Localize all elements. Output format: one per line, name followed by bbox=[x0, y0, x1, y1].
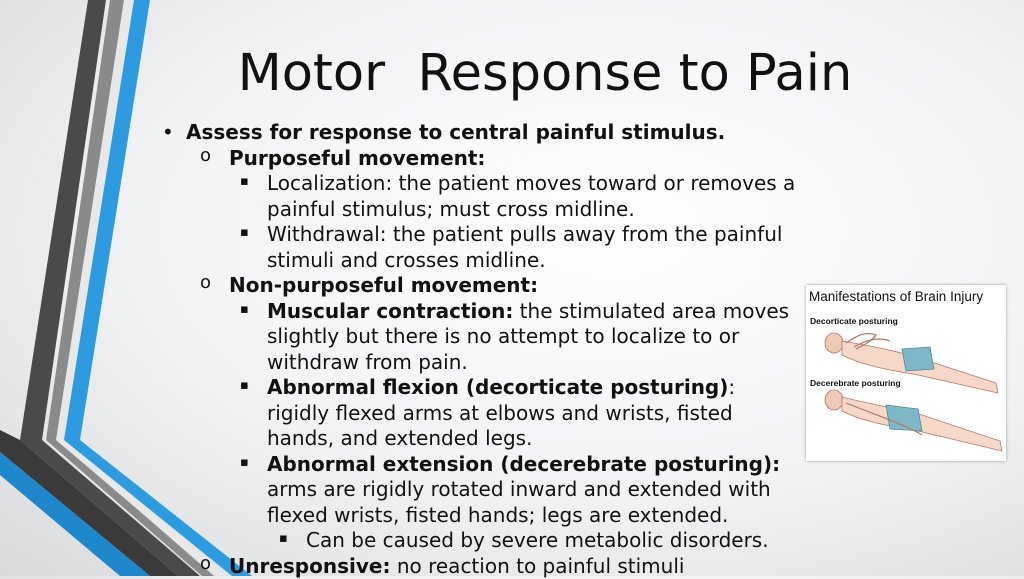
bullet-bold-text: Unresponsive: bbox=[229, 554, 390, 578]
bullet-marker: ▪ bbox=[240, 297, 249, 323]
figure-label-decerebrate: Decerebrate posturing bbox=[810, 378, 901, 388]
bullet-bold-text: Non-purposeful movement: bbox=[229, 273, 538, 297]
bullet-marker: o bbox=[200, 270, 211, 296]
bullet-item: ▪ Withdrawal: the patient pulls away from… bbox=[160, 222, 800, 273]
bullet-text: Localization: the patient moves toward o… bbox=[267, 171, 795, 221]
bullet-bold-text: Muscular contraction: bbox=[267, 299, 513, 323]
bullet-item: ▪ Can be caused by severe metabolic disor… bbox=[160, 528, 800, 554]
bullet-item: • Assess for response to central painful … bbox=[160, 120, 800, 146]
bullet-marker: ▪ bbox=[240, 450, 249, 476]
bullet-text: Can be caused by severe metabolic disord… bbox=[306, 528, 769, 552]
bullet-marker: o bbox=[200, 551, 211, 577]
bullet-bold-text: Purposeful movement: bbox=[229, 146, 485, 170]
bullet-list: • Assess for response to central painful … bbox=[160, 120, 800, 579]
bullet-item: ▪Muscular contraction: the stimulated ar… bbox=[160, 299, 800, 376]
bullet-item: o Unresponsive: no reaction to painful st… bbox=[160, 554, 800, 579]
bullet-item: ▪ Abnormal flexion (decorticate posturing… bbox=[160, 375, 800, 452]
posturing-illustration bbox=[806, 285, 1006, 461]
bullet-marker: ▪ bbox=[240, 169, 249, 195]
bullet-item: ▪ Localization: the patient moves toward … bbox=[160, 171, 800, 222]
bullet-bold-text: Abnormal extension (decerebrate posturin… bbox=[267, 452, 780, 476]
bullet-bold-text: Abnormal flexion (decorticate posturing) bbox=[267, 375, 728, 399]
figure-title: Manifestations of Brain Injury bbox=[809, 289, 983, 304]
bullet-bold-text: Assess for response to central painful s… bbox=[186, 120, 725, 144]
brain-injury-figure: Manifestations of Brain Injury Decortica… bbox=[806, 285, 1006, 461]
bullet-marker: ▪ bbox=[279, 526, 288, 552]
figure-label-decorticate: Decorticate posturing bbox=[810, 316, 898, 326]
slide-title: Motor Response to Pain bbox=[0, 44, 1024, 103]
bullet-marker: ▪ bbox=[240, 220, 249, 246]
bullet-marker: o bbox=[200, 143, 211, 169]
bullet-marker: • bbox=[162, 120, 174, 146]
bullet-text: no reaction to painful stimuli bbox=[390, 554, 684, 578]
bullet-marker: ▪ bbox=[240, 373, 249, 399]
bullet-item: ▪ Abnormal extension (decerebrate posturi… bbox=[160, 452, 800, 529]
decerebrate-figure bbox=[825, 390, 1002, 451]
bullet-text: arms are rigidly rotated inward and exte… bbox=[267, 477, 771, 527]
bullet-item: o Purposeful movement: bbox=[160, 146, 800, 172]
bullet-item: o Non-purposeful movement: bbox=[160, 273, 800, 299]
bullet-text: Withdrawal: the patient pulls away from … bbox=[267, 222, 782, 272]
